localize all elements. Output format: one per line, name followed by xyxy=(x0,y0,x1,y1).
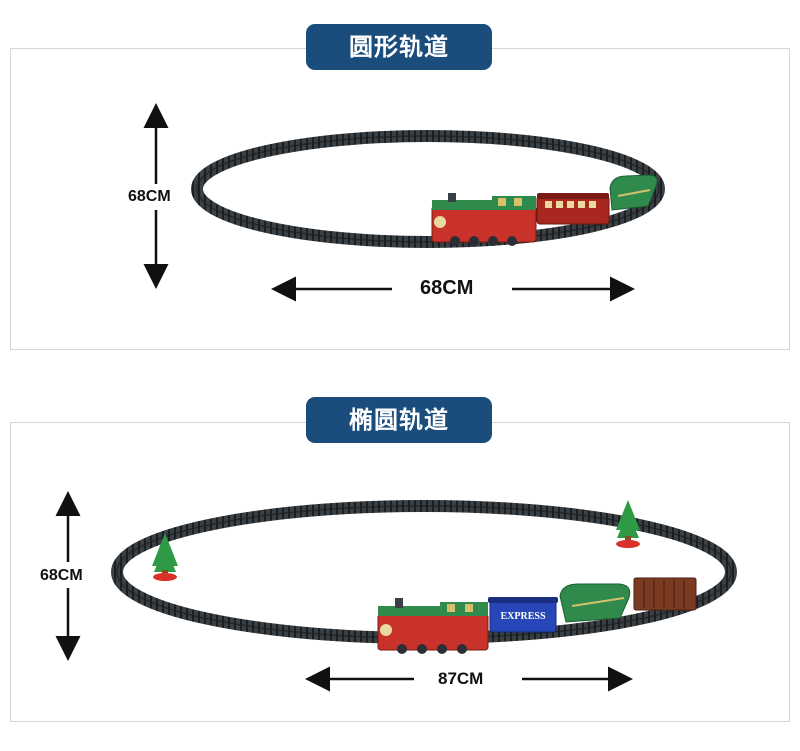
round-track xyxy=(191,130,665,248)
coach-car xyxy=(536,195,610,225)
tree-left xyxy=(152,533,178,581)
oval-track-panel xyxy=(10,422,790,722)
locomotive xyxy=(377,613,489,651)
oval-height-label: 68CM xyxy=(40,567,83,584)
round-train xyxy=(431,174,658,246)
locomotive xyxy=(431,205,537,243)
round-track-title: 圆形轨道 xyxy=(306,24,492,70)
round-width-label: 68CM xyxy=(420,277,474,299)
express-label: EXPRESS xyxy=(500,611,545,622)
boxcar xyxy=(633,577,697,611)
round-height-label: 68CM xyxy=(128,188,171,205)
oval-train: EXPRESS xyxy=(377,577,697,654)
tree-right xyxy=(616,500,640,548)
oval-width-label: 87CM xyxy=(438,669,484,688)
oval-track-title: 椭圆轨道 xyxy=(306,397,492,443)
